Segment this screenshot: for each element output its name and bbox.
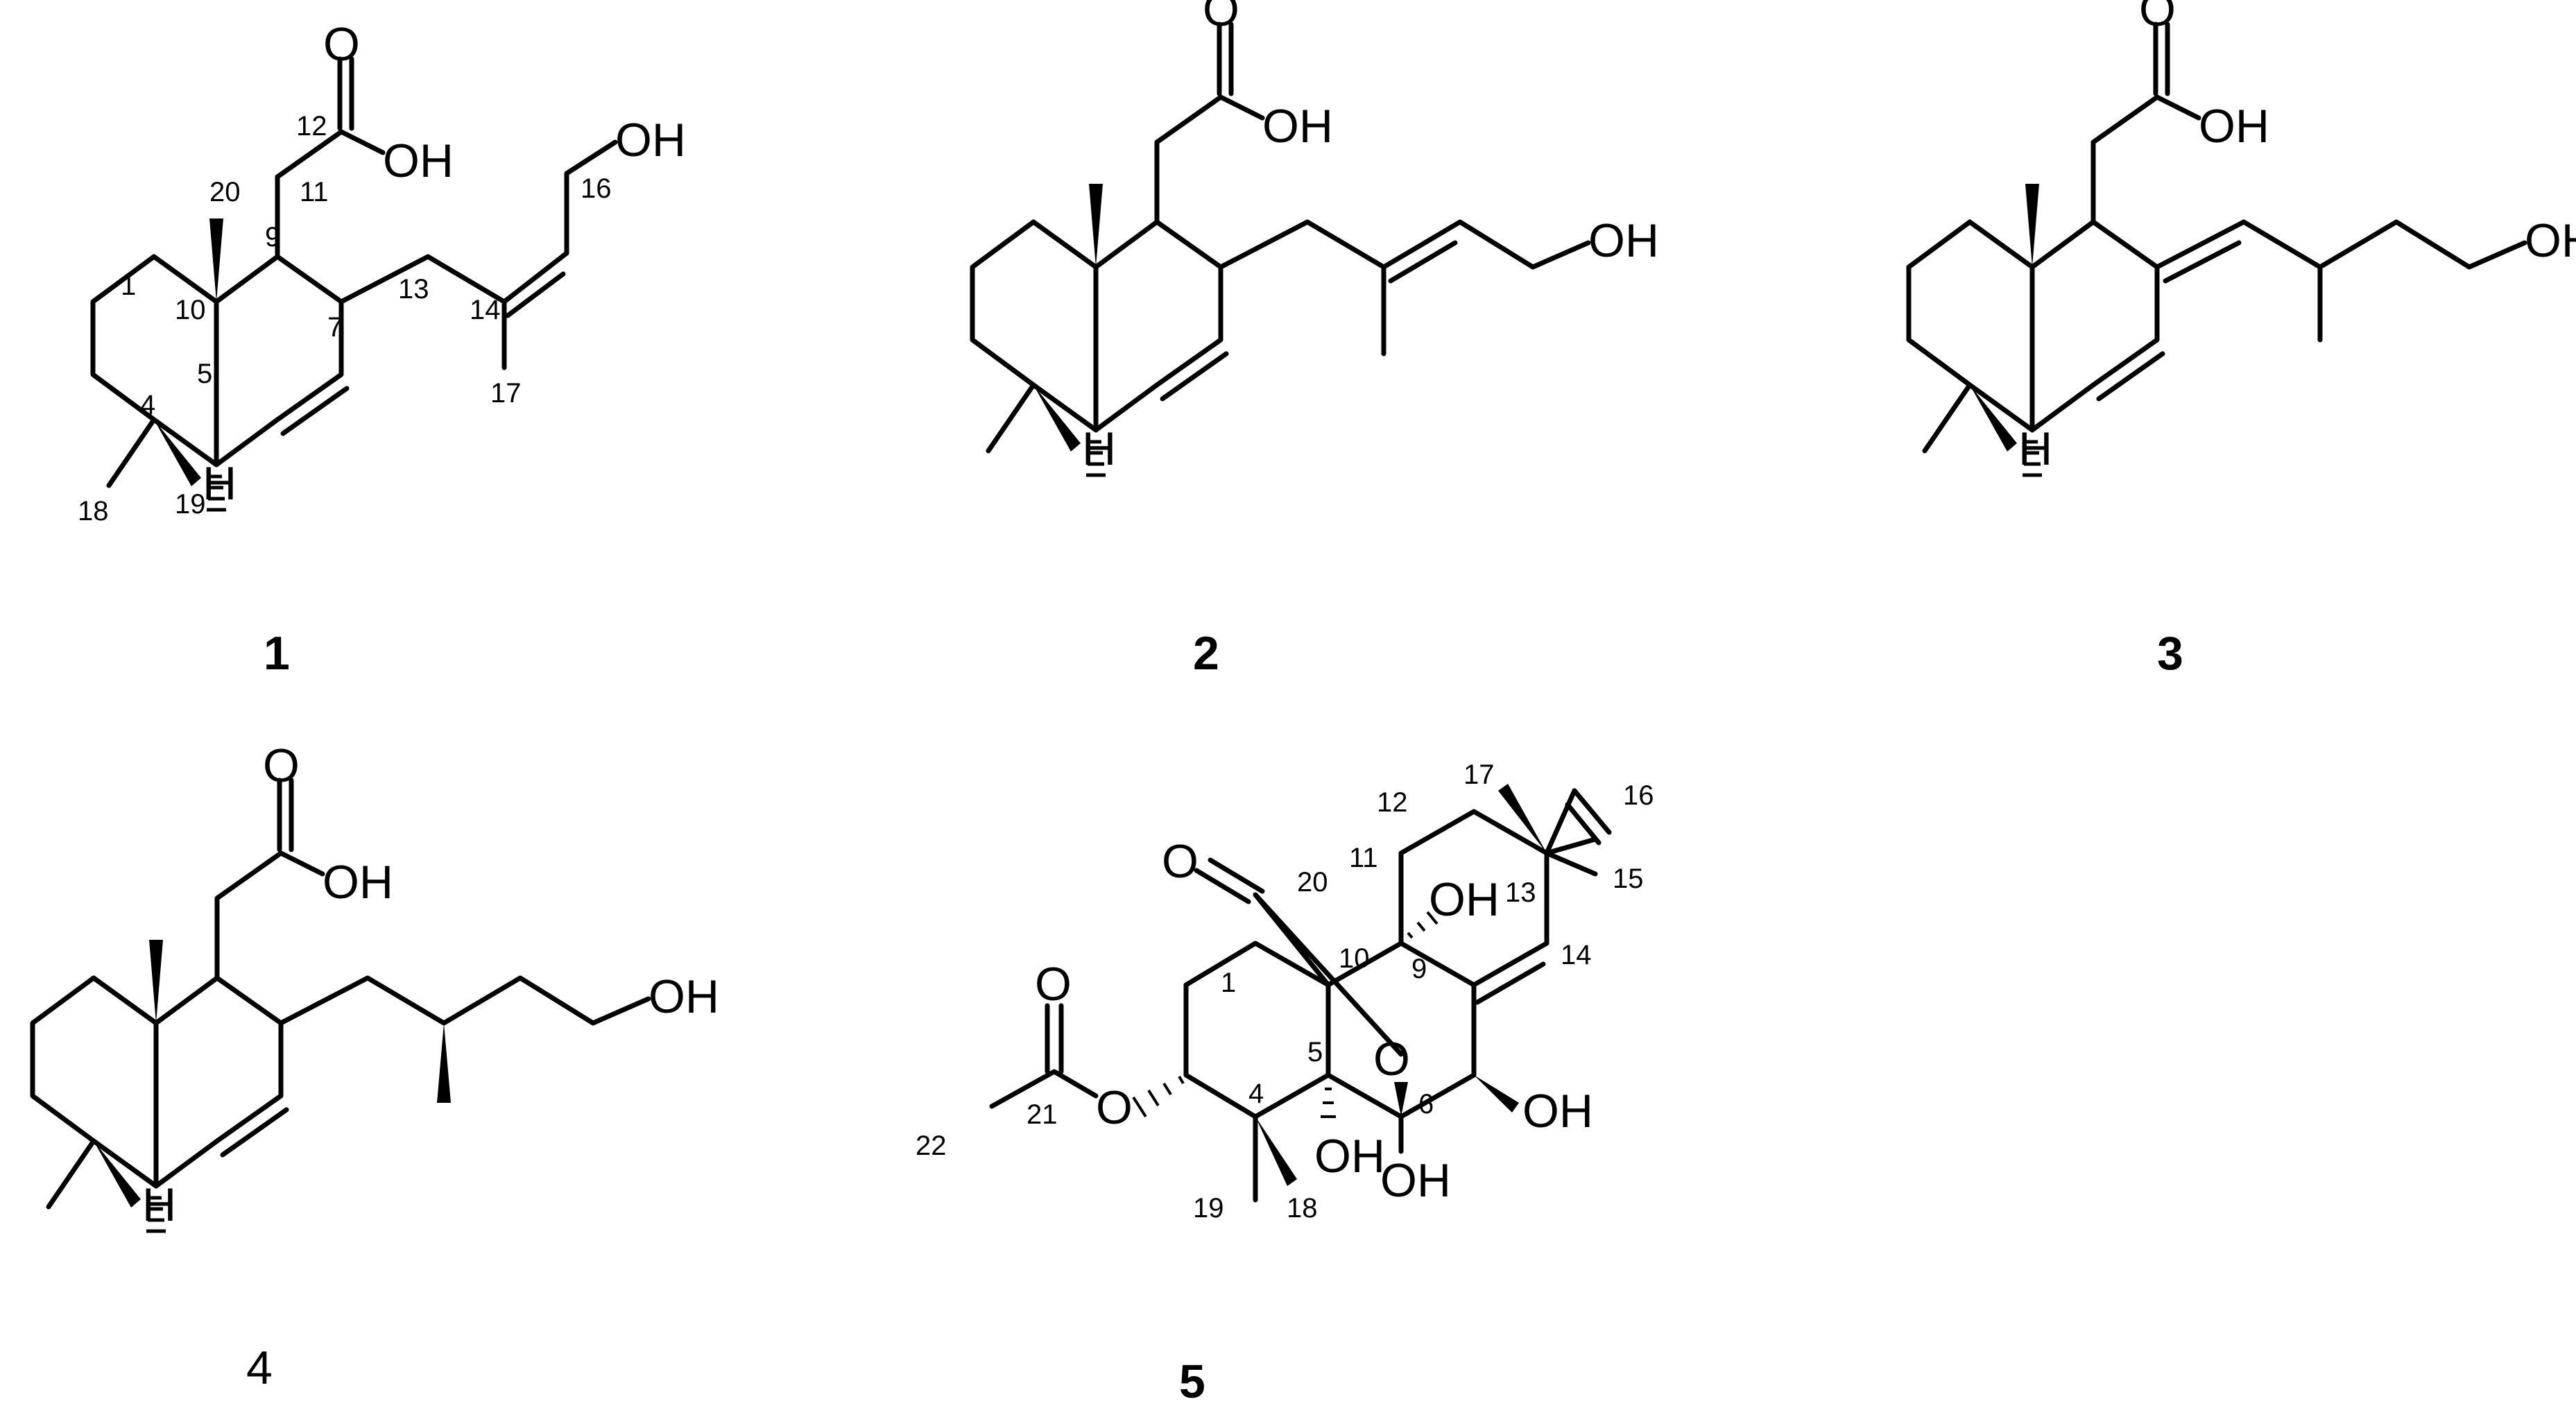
compound-1-label: 1	[264, 627, 290, 680]
c5-acetyl-oxygen: O	[1035, 958, 1072, 1011]
c1-num-20: 20	[209, 177, 241, 207]
c1-num-5: 5	[197, 359, 212, 389]
compound-3: O OH H OH	[1909, 0, 2576, 475]
compound-4: O OH H OH	[33, 739, 719, 1231]
c1-num-11: 11	[300, 177, 329, 207]
c3-oxygen: O	[2139, 0, 2176, 36]
c5-num-16: 16	[1623, 780, 1654, 811]
c5-c9-hash	[1407, 911, 1439, 939]
c4-terminal-hydroxyl: OH	[649, 970, 719, 1023]
c5-num-5: 5	[1307, 1037, 1323, 1067]
c5-lactone-oxygen: O	[1162, 835, 1199, 888]
c3-acid-hydroxyl: OH	[2199, 100, 2269, 153]
c5-num-10: 10	[1339, 943, 1370, 974]
c1-acid-hydroxyl: OH	[383, 135, 454, 187]
c5-num-9: 9	[1411, 954, 1427, 984]
c5-num-1: 1	[1221, 968, 1236, 998]
c5-c5-hydroxyl: OH	[1314, 1130, 1385, 1183]
c5-num-20: 20	[1297, 867, 1328, 898]
c5-num-21: 21	[1027, 1099, 1058, 1130]
c5-num-14: 14	[1561, 940, 1592, 970]
c5-num-18: 18	[1287, 1193, 1318, 1223]
c5-ester-oxygen: O	[1096, 1081, 1133, 1134]
c1-num-19: 19	[175, 489, 206, 519]
c1-oxygen: O	[323, 18, 360, 71]
c2-terminal-hydroxyl: OH	[1588, 214, 1659, 267]
c2-oxygen: O	[1203, 0, 1239, 36]
c4-hydrogen: H	[142, 1178, 176, 1231]
c1-num-16: 16	[581, 173, 612, 204]
c1-num-12: 12	[296, 111, 327, 141]
compound-2: O OH H OH	[972, 0, 1659, 475]
c5-num-22: 22	[916, 1131, 947, 1161]
c5-num-15: 15	[1613, 864, 1644, 894]
c5-oac-hash	[1132, 1075, 1185, 1118]
compound-3-label: 3	[2157, 627, 2183, 680]
c5-num-13: 13	[1505, 877, 1536, 908]
c5-c9-hydroxyl: OH	[1429, 873, 1500, 926]
c5-num-11: 11	[1349, 843, 1378, 873]
compound-2-label: 2	[1193, 627, 1219, 680]
c1-num-17: 17	[490, 378, 522, 409]
compound-5-label: 5	[1179, 1355, 1205, 1408]
c1-num-18: 18	[78, 496, 109, 526]
c3-hydrogen: H	[2018, 422, 2052, 475]
c1-hydrogen: H	[203, 457, 237, 510]
compound-4-label: 4	[246, 1341, 273, 1394]
c1-num-14: 14	[470, 295, 501, 325]
compound-1: O OH H OH 1 4 5 7 9 10 11 12 13 14 16 17…	[78, 18, 686, 526]
c5-c7-hydroxyl: OH	[1522, 1085, 1593, 1137]
c5-num-17: 17	[1463, 759, 1495, 790]
c1-num-10: 10	[175, 295, 206, 325]
c5-num-4: 4	[1248, 1079, 1264, 1109]
c5-num-12: 12	[1377, 787, 1408, 818]
c1-num-7: 7	[327, 312, 343, 343]
c5-c6-hydroxyl: OH	[1380, 1154, 1451, 1207]
c1-num-4: 4	[140, 390, 155, 420]
c2-acid-hydroxyl: OH	[1262, 100, 1333, 153]
c5-c5-hash	[1321, 1088, 1336, 1118]
c1-num-1: 1	[121, 270, 136, 301]
c3-terminal-hydroxyl: OH	[2525, 214, 2576, 267]
c2-hydrogen: H	[1082, 422, 1116, 475]
c1-num-9: 9	[265, 222, 280, 252]
c1-terminal-hydroxyl: OH	[615, 114, 686, 166]
c4-oxygen: O	[263, 739, 300, 792]
c4-acid-hydroxyl: OH	[323, 856, 393, 909]
c5-num-6: 6	[1418, 1089, 1434, 1119]
compound-5: O O OH OH O OH OH	[916, 759, 1654, 1223]
c1-num-13: 13	[398, 274, 429, 304]
c5-num-19: 19	[1193, 1193, 1224, 1223]
